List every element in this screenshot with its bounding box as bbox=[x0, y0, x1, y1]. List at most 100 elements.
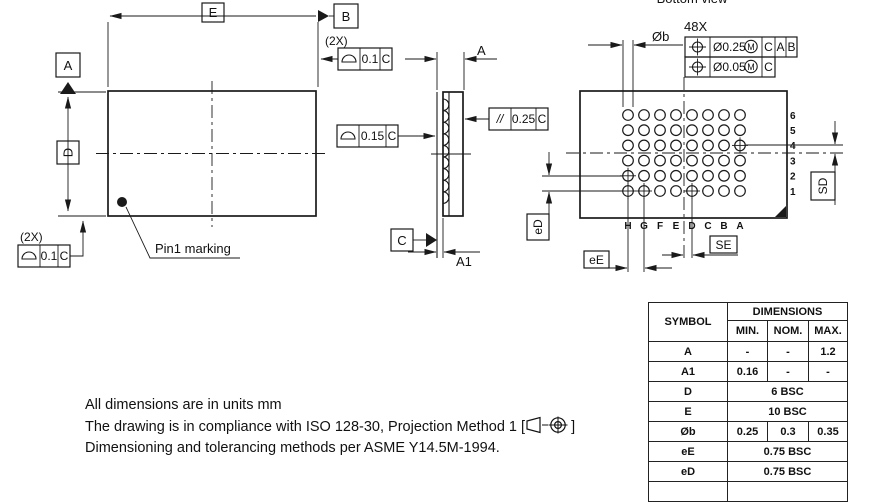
pin1-dot bbox=[117, 197, 127, 207]
svg-text:B: B bbox=[787, 40, 795, 54]
table-row: eD 0.75 BSC bbox=[648, 461, 848, 482]
fcf-profile-side: 0.15 C bbox=[336, 124, 436, 148]
svg-text:C: C bbox=[382, 52, 391, 66]
ball-B2 bbox=[718, 169, 730, 182]
svg-text:0.15: 0.15 bbox=[361, 129, 385, 143]
ball-count-label: 48X bbox=[684, 19, 707, 34]
table-header-max: MAX. bbox=[808, 320, 848, 342]
dim-label-e: E bbox=[209, 5, 218, 20]
svg-text:Ø0.05: Ø0.05 bbox=[713, 60, 746, 74]
ball-A6 bbox=[734, 109, 746, 121]
ball-E6 bbox=[670, 109, 682, 121]
parallelism-icon: // bbox=[496, 112, 505, 126]
ball-D3 bbox=[686, 154, 698, 167]
row-label-4: 4 bbox=[790, 141, 796, 152]
datum-b-label: B bbox=[342, 9, 351, 24]
table-row: A1 0.16 - - bbox=[648, 361, 848, 382]
ball-A2 bbox=[734, 169, 746, 182]
dim-label-sd: SD bbox=[816, 177, 830, 194]
datum-b-triangle bbox=[318, 10, 329, 22]
dim-label-ob: Øb bbox=[652, 29, 669, 44]
ball-C3 bbox=[702, 154, 714, 167]
dim-label-a1: A1 bbox=[456, 254, 472, 269]
col-label-B: B bbox=[720, 221, 727, 232]
ball-H4 bbox=[622, 139, 634, 152]
mmc-modifier-icon bbox=[744, 39, 758, 54]
col-label-A: A bbox=[736, 221, 743, 232]
svg-text:C: C bbox=[60, 249, 69, 263]
svg-text:0.1: 0.1 bbox=[362, 52, 379, 66]
note-line-2: The drawing is in compliance with ISO 12… bbox=[85, 416, 575, 438]
table-row: A - - 1.2 bbox=[648, 341, 848, 362]
ball-G6 bbox=[638, 109, 650, 121]
view-title: Bottom view bbox=[657, 0, 728, 6]
ball-F4 bbox=[654, 139, 666, 152]
ball-E1 bbox=[670, 185, 682, 197]
ball-H6 bbox=[622, 109, 634, 121]
svg-text:A: A bbox=[776, 40, 784, 54]
dimensions-table: SYMBOL DIMENSIONS MIN. NOM. MAX. A - - 1… bbox=[648, 302, 848, 502]
profile-of-surface-icon bbox=[341, 54, 357, 63]
side-view: A A1 C // 0.25 C 0.15 C bbox=[336, 43, 549, 269]
ball-C1 bbox=[702, 185, 714, 197]
ball-F1 bbox=[654, 185, 666, 197]
row-label-2: 2 bbox=[790, 172, 796, 183]
dim-label-ed: eD bbox=[531, 219, 545, 235]
ball-B3 bbox=[718, 154, 730, 167]
table-row: D 6 BSC bbox=[648, 381, 848, 402]
table-header-min: MIN. bbox=[727, 320, 768, 342]
svg-text:0.1: 0.1 bbox=[41, 249, 58, 263]
table-row: E 10 BSC bbox=[648, 401, 848, 422]
svg-text:M: M bbox=[747, 42, 755, 52]
mmc-modifier-icon bbox=[744, 59, 758, 74]
ball-D4 bbox=[686, 139, 698, 152]
bottom-outline bbox=[579, 90, 788, 219]
ball-B6 bbox=[718, 109, 730, 121]
datum-a-triangle bbox=[60, 82, 76, 94]
profile-of-surface-icon bbox=[21, 251, 37, 260]
note-line-1: All dimensions are in units mm bbox=[85, 397, 282, 413]
svg-text:C: C bbox=[388, 129, 397, 143]
ball-C2 bbox=[702, 169, 714, 182]
table-row bbox=[648, 481, 848, 502]
row-label-1: 1 bbox=[790, 187, 796, 198]
top-view: E B A D (2X) 0.1 C (2X) bbox=[17, 2, 393, 268]
dim-label-ee: eE bbox=[589, 253, 604, 267]
ball-A5 bbox=[734, 124, 746, 137]
ball-G5 bbox=[638, 124, 650, 137]
ball-D2 bbox=[686, 169, 698, 182]
fcf-position: Ø0.25 M C A B Ø0.05 M C bbox=[684, 36, 798, 78]
fcf-profile-bottom: 0.1 C bbox=[17, 220, 87, 268]
fcf-parallelism: // 0.25 C bbox=[464, 107, 549, 131]
profile-of-surface-icon bbox=[340, 131, 356, 140]
ball-F6 bbox=[654, 109, 666, 121]
count-2x-bottom: (2X) bbox=[20, 230, 43, 244]
ball-C5 bbox=[702, 124, 714, 137]
datum-c-triangle bbox=[426, 233, 437, 247]
ball-A1 bbox=[734, 185, 746, 197]
table-header-dimensions: DIMENSIONS bbox=[727, 302, 848, 321]
ball-E5 bbox=[670, 124, 682, 137]
position-icon bbox=[689, 38, 706, 56]
ball-D6 bbox=[686, 109, 698, 121]
pin1-leader bbox=[125, 206, 240, 259]
table-row: Øb 0.25 0.3 0.35 bbox=[648, 421, 848, 442]
ball-D5 bbox=[686, 124, 698, 137]
svg-text:C: C bbox=[764, 40, 773, 54]
corner-chamfer bbox=[775, 206, 786, 217]
row-label-3: 3 bbox=[790, 156, 796, 167]
ball-G4 bbox=[638, 139, 650, 152]
ball-H5 bbox=[622, 124, 634, 137]
datum-c-label: C bbox=[397, 233, 406, 248]
svg-text:M: M bbox=[747, 62, 755, 72]
table-header-symbol: SYMBOL bbox=[648, 302, 728, 342]
col-label-C: C bbox=[704, 221, 711, 232]
ball-A3 bbox=[734, 154, 746, 167]
note-line-3: Dimensioning and tolerancing methods per… bbox=[85, 440, 500, 456]
position-icon bbox=[689, 58, 706, 76]
svg-text:C: C bbox=[764, 60, 773, 74]
ball-E3 bbox=[670, 154, 682, 167]
